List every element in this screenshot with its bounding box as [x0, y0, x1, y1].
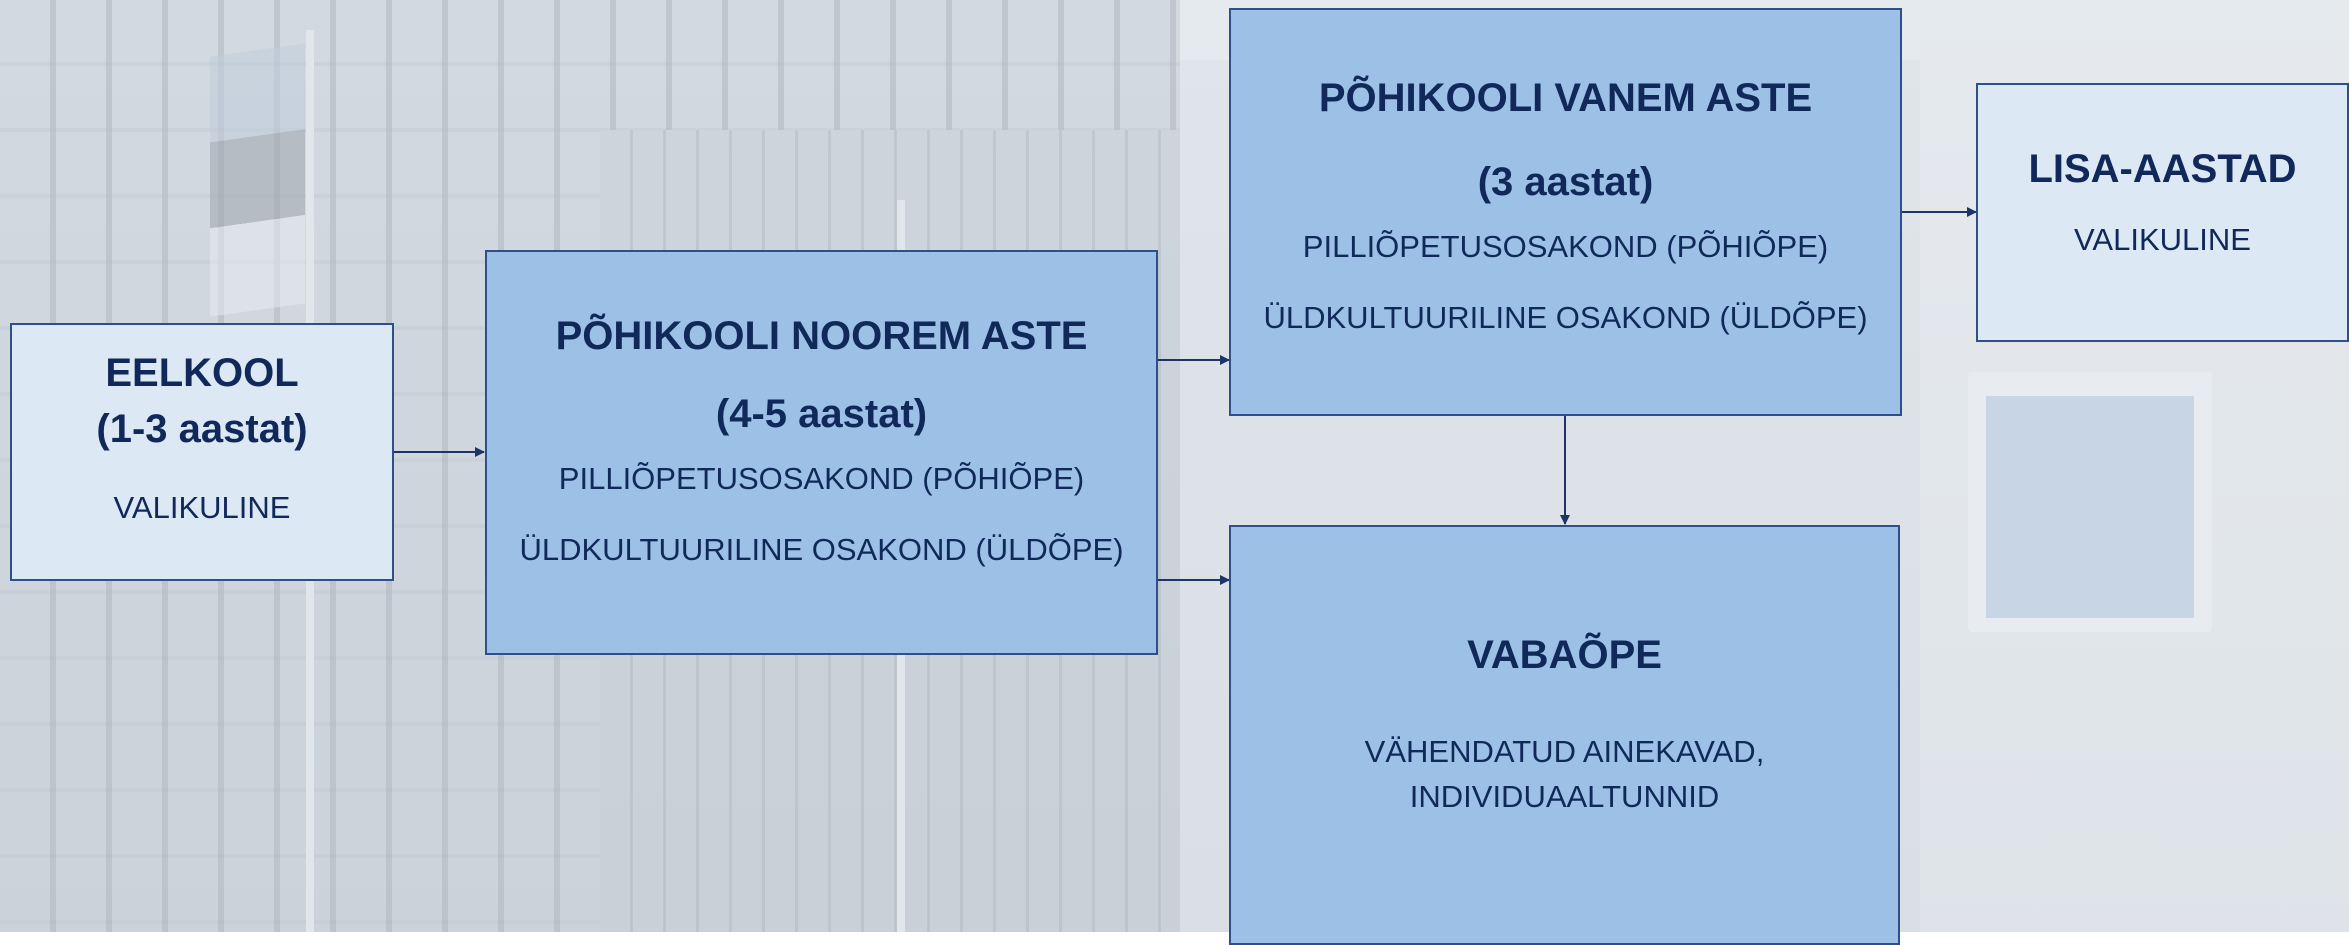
vabaoppe-line1: VÄHENDATUD AINEKAVAD, [1364, 734, 1765, 769]
vanem-aste-duration: (3 aastat) [1477, 160, 1654, 204]
vabaoppe-line2: INDIVIDUAALTUNNID [1409, 778, 1720, 814]
lisa-aastad-title: LISA-AASTAD [2028, 147, 2297, 191]
noorem-aste-box: PÕHIKOOLI NOOREM ASTE (4-5 aastat) PILLI… [485, 250, 1158, 655]
lisa-aastad-box: LISA-AASTAD VALIKULINE [1976, 83, 2349, 342]
eelkool-title: EELKOOL [105, 351, 299, 395]
lisa-aastad-note: VALIKULINE [2074, 222, 2251, 257]
noorem-aste-dept-yldoppe: ÜLDKULTUURILINE OSAKOND (ÜLDÕPE) [519, 531, 1124, 567]
vanem-aste-box: PÕHIKOOLI VANEM ASTE (3 aastat) PILLIÕPE… [1229, 8, 1902, 416]
noorem-aste-duration: (4-5 aastat) [715, 392, 928, 436]
noorem-aste-title: PÕHIKOOLI NOOREM ASTE [555, 314, 1088, 358]
vanem-aste-dept-pillioppe: PILLIÕPETUSOSAKOND (PÕHIÕPE) [1302, 229, 1829, 264]
vanem-aste-dept-yldoppe: ÜLDKULTUURILINE OSAKOND (ÜLDÕPE) [1263, 299, 1868, 335]
eelkool-duration: (1-3 aastat) [96, 407, 308, 451]
noorem-aste-dept-pillioppe: PILLIÕPETUSOSAKOND (PÕHIÕPE) [558, 461, 1085, 496]
eelkool-note: VALIKULINE [113, 490, 291, 525]
vabaoppe-box: VABAÕPE VÄHENDATUD AINEKAVAD, INDIVIDUAA… [1229, 525, 1900, 945]
vanem-aste-title: PÕHIKOOLI VANEM ASTE [1318, 76, 1813, 120]
eelkool-box: EELKOOL (1-3 aastat) VALIKULINE [10, 323, 394, 581]
vabaoppe-title: VABAÕPE [1467, 633, 1662, 677]
